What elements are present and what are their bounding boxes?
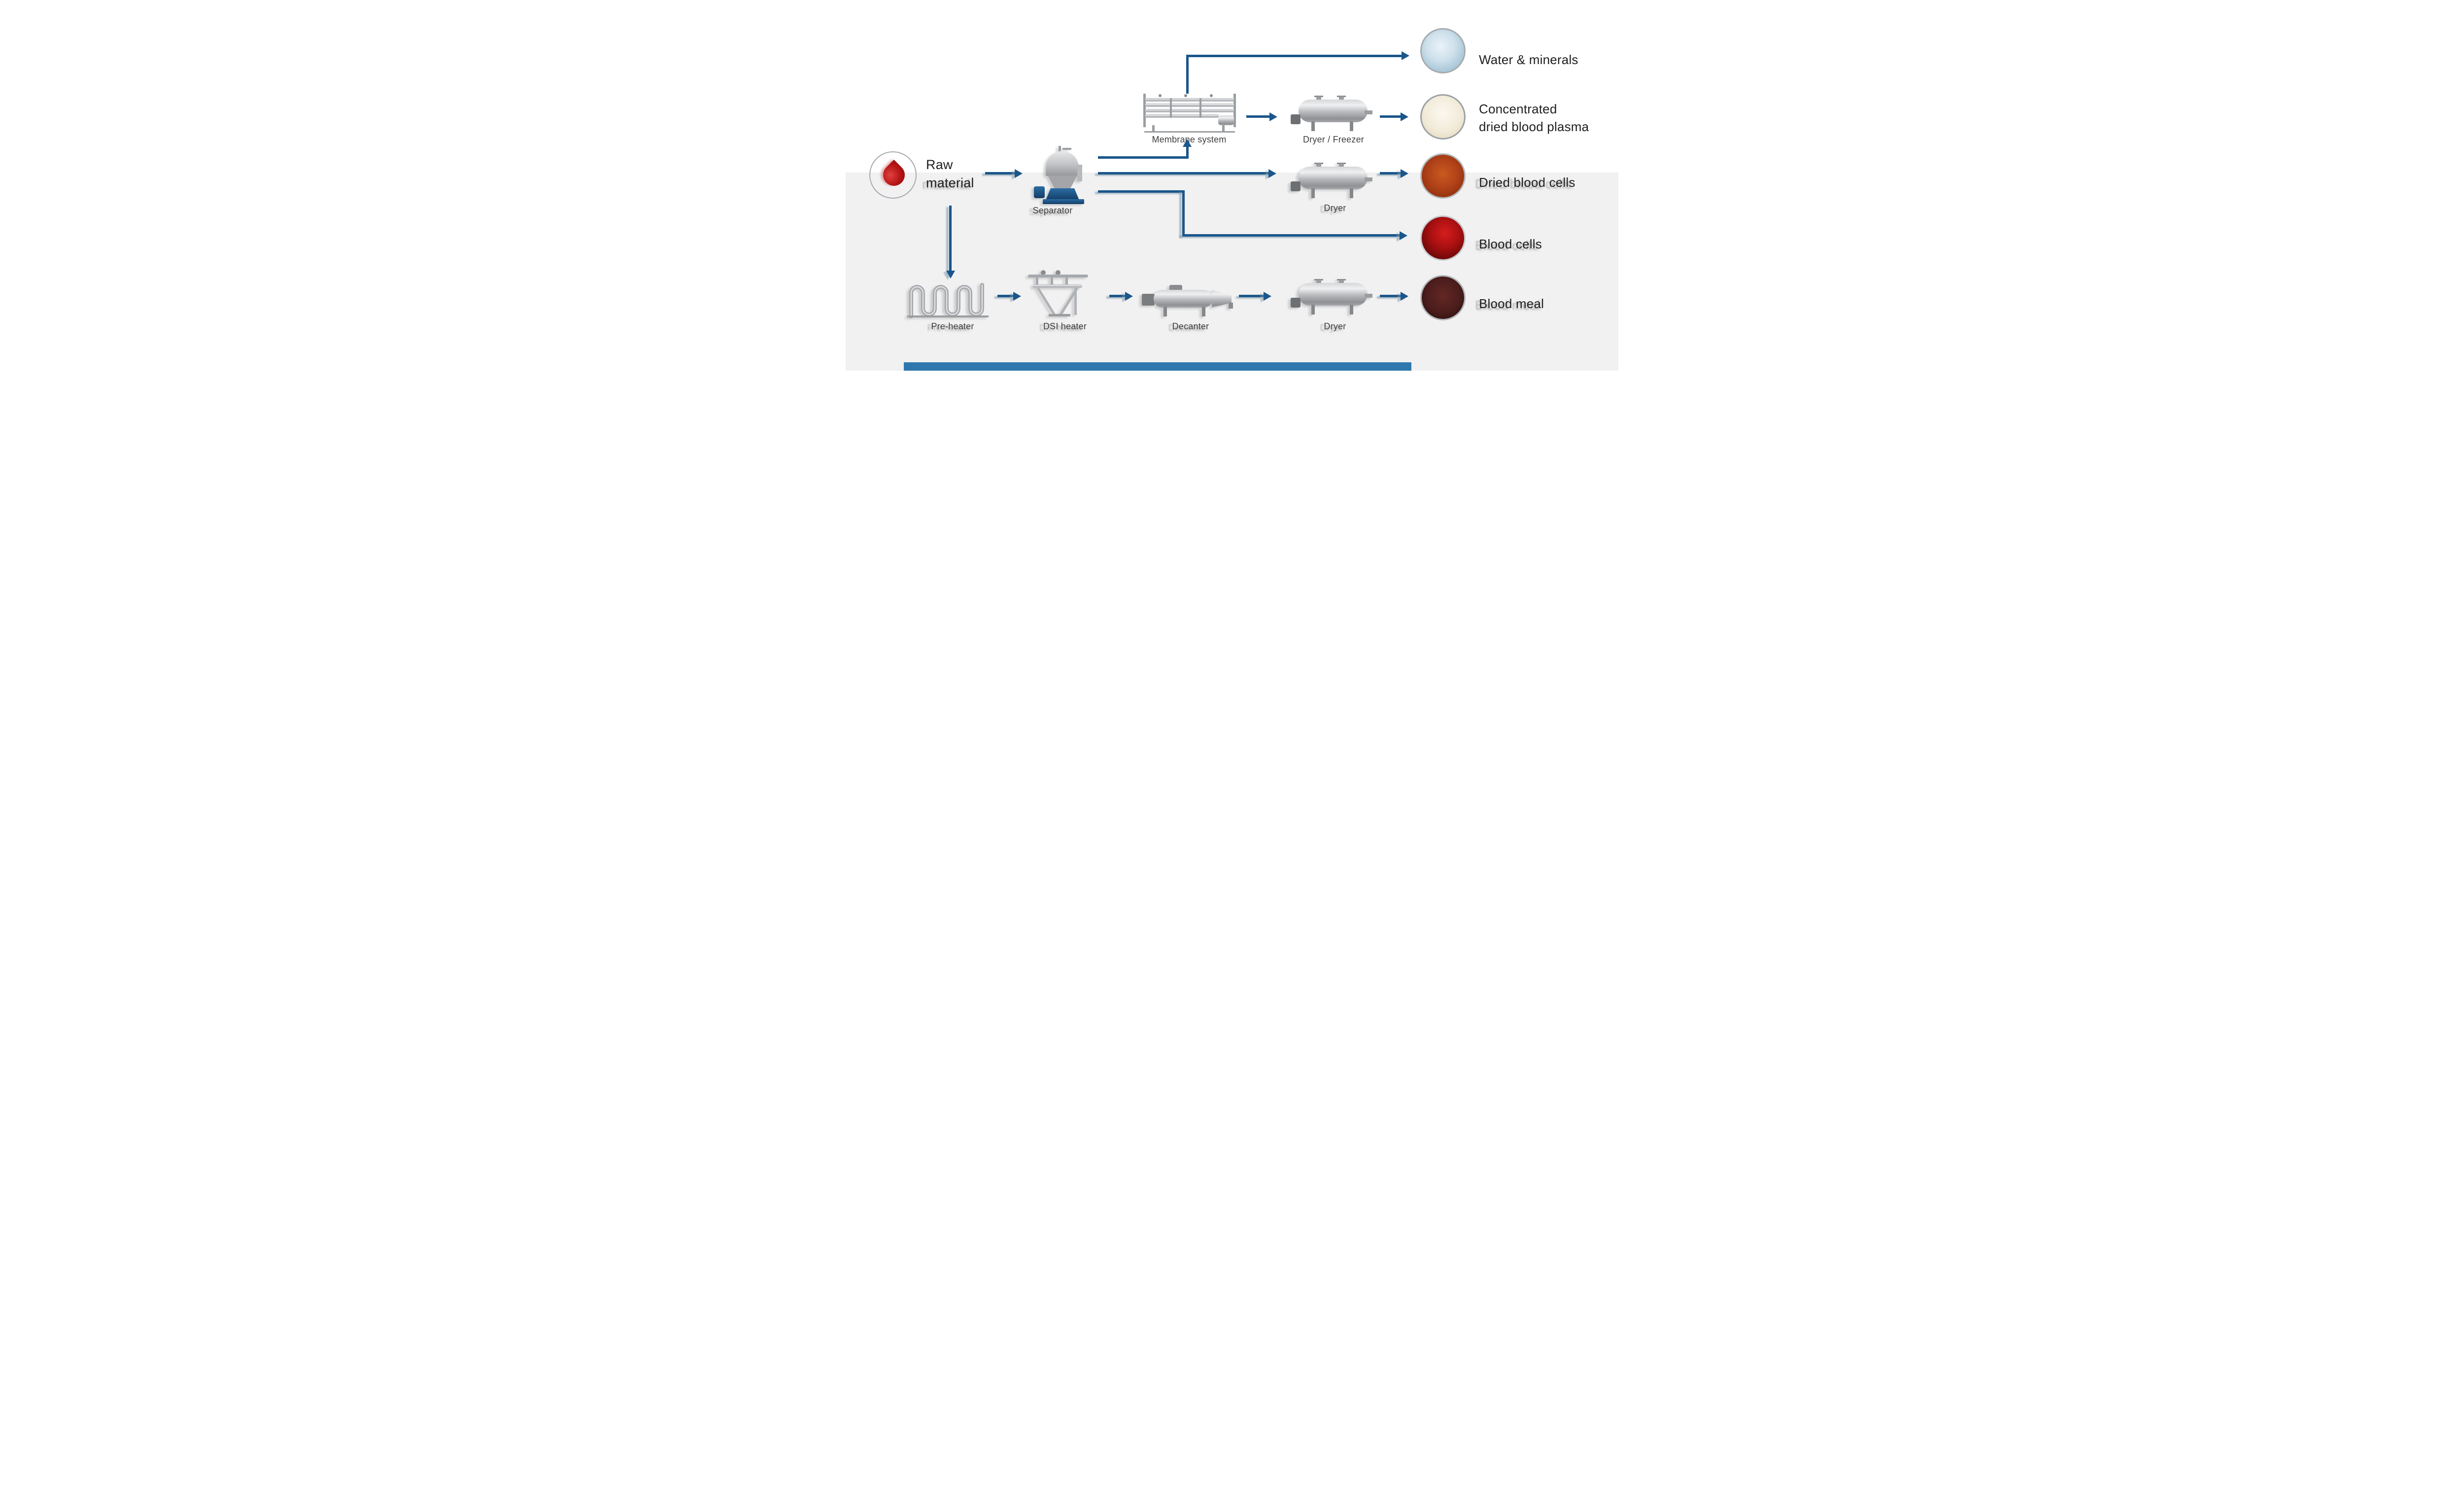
bottom-blue-bar [904,362,1411,371]
water-minerals-icon [1420,28,1466,73]
dryer-freezer-machine [1291,96,1372,131]
dsi-heater-machine [1028,270,1088,316]
dsi-heater-label: DSI heater [1043,321,1087,331]
blood-meal-icon [1420,275,1466,320]
dryer-mid-label: Dryer [1324,203,1346,213]
water-minerals-label: Water & minerals [1479,52,1578,67]
arrowhead-right-icon [1402,51,1409,60]
dryer-bottom-machine [1291,279,1372,314]
arrowhead-right-icon [1015,169,1023,178]
dryer-freezer-label: Dryer / Freezer [1302,135,1365,144]
plasma-label-line1: Concentrated [1479,102,1557,116]
membrane-system-machine [1143,94,1236,133]
raw-material-line1: Raw [926,157,953,172]
arrowhead-up-icon [1183,139,1192,147]
dryer-mid-machine [1291,163,1372,198]
decanter-machine [1142,285,1233,316]
plasma-label-line2: dried blood plasma [1479,119,1589,134]
arrowhead-right-icon [1401,292,1408,301]
arrowhead-right-icon [1401,169,1408,178]
pre-heater-label: Pre-heater [931,321,974,331]
arrowhead-right-icon [1125,292,1133,301]
raw-material-icon [869,151,917,199]
separator-machine [1034,146,1084,204]
arrowhead-down-icon [946,271,955,278]
raw-material-line2: material [926,175,974,190]
dried-blood-cells-label: Dried blood cells [1479,175,1575,190]
arrowhead-right-icon [1268,169,1276,178]
separator-label: Separator [1032,206,1073,215]
dried-blood-plasma-icon [1420,94,1466,139]
decanter-label: Decanter [1172,321,1209,331]
blood-meal-label: Blood meal [1479,296,1544,311]
arrowhead-right-icon [1400,231,1407,240]
arrowhead-right-icon [1401,112,1408,121]
process-flow-diagram: Raw material [846,0,1618,371]
pre-heater-machine [907,283,989,318]
raw-material-label: Raw material [926,156,974,192]
blood-cells-icon [1420,215,1466,261]
blood-drop-icon [878,159,910,191]
dryer-bottom-label: Dryer [1324,321,1346,331]
arrowhead-right-icon [1269,112,1277,121]
blood-cells-label: Blood cells [1479,237,1542,251]
dried-blood-plasma-label: Concentrated dried blood plasma [1479,100,1589,136]
dried-blood-cells-icon [1420,153,1466,199]
arrowhead-right-icon [1264,292,1271,301]
arrowhead-right-icon [1013,292,1021,301]
